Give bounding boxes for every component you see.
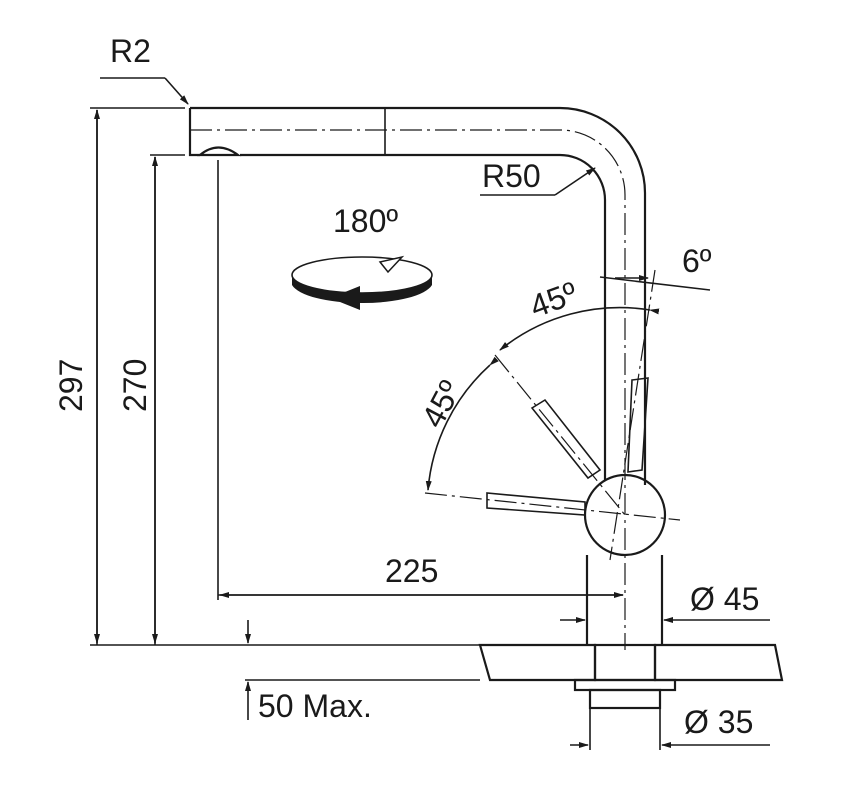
spout [188, 106, 647, 650]
label-reach: 225 [385, 553, 438, 589]
label-r50: R50 [482, 158, 541, 194]
label-tilt: 6º [682, 243, 712, 279]
handle-positions [424, 269, 711, 561]
dimension-lines [90, 77, 770, 750]
label-countertop-max: 50 Max. [258, 688, 372, 724]
label-r2: R2 [110, 33, 151, 69]
label-base-diameter: Ø 35 [684, 704, 753, 740]
label-height-total: 297 [53, 359, 89, 412]
label-angle-upper: 45º [525, 274, 582, 324]
label-height-spout: 270 [117, 359, 153, 412]
label-angle-lower: 45º [414, 374, 468, 433]
rotation-arrow-icon [291, 255, 433, 310]
label-rotation: 180º [333, 203, 398, 239]
label-body-diameter: Ø 45 [690, 581, 759, 617]
countertop [478, 643, 784, 682]
